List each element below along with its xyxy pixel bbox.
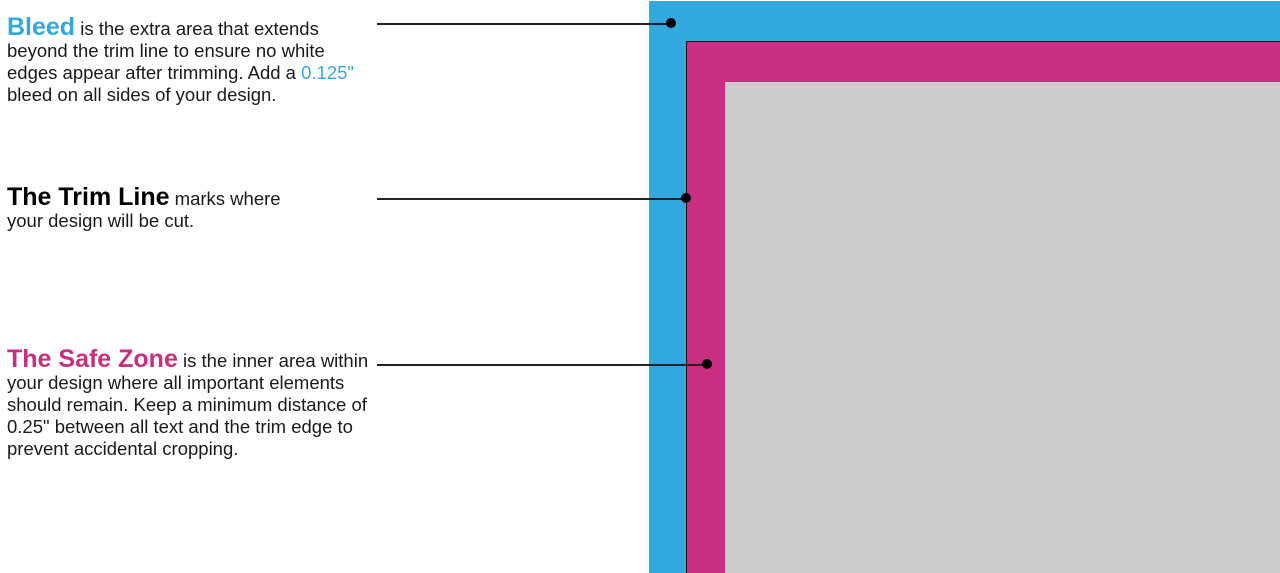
safe-text: is the inner area within your design whe… bbox=[7, 350, 369, 459]
trim-caption: The Trim Line marks where your design wi… bbox=[7, 184, 307, 232]
bleed-title: Bleed bbox=[7, 13, 76, 41]
trim-text: marks where your design will be cut. bbox=[7, 188, 281, 231]
bleed-text-before: is the extra area that extends beyond th… bbox=[7, 18, 325, 83]
bleed-leader-line bbox=[377, 23, 671, 25]
bleed-text-after: bleed on all sides of your design. bbox=[7, 84, 277, 105]
bleed-caption: Bleed is the extra area that extends bey… bbox=[7, 14, 379, 106]
safe-title: The Safe Zone bbox=[7, 345, 178, 373]
bleed-size-highlight: 0.125" bbox=[301, 62, 354, 83]
bleed-leader-dot bbox=[666, 18, 676, 28]
safe-zone-area bbox=[725, 82, 1280, 573]
safe-leader-line bbox=[377, 364, 707, 366]
trim-leader-dot bbox=[681, 193, 691, 203]
trim-title: The Trim Line bbox=[7, 183, 170, 211]
safe-leader-dot bbox=[702, 359, 712, 369]
safe-caption: The Safe Zone is the inner area within y… bbox=[7, 346, 379, 460]
trim-leader-line bbox=[377, 198, 686, 200]
